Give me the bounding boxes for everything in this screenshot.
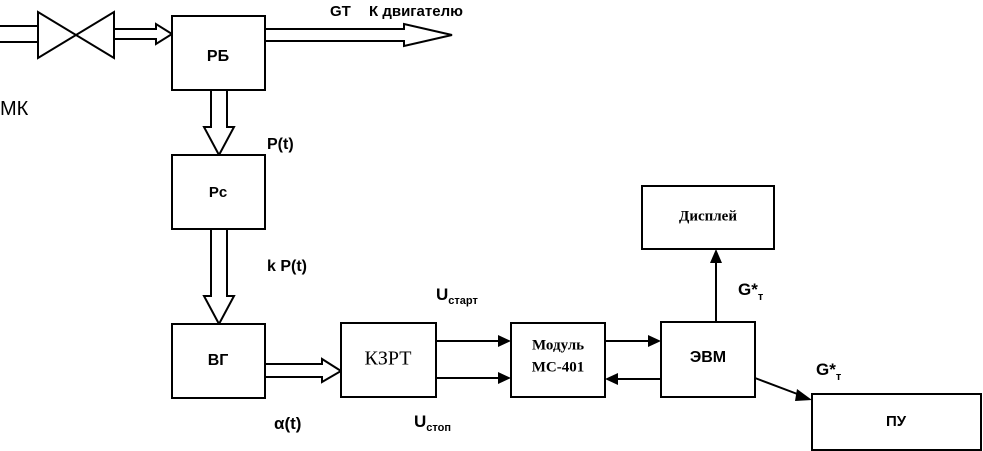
valve-icon [37,10,115,60]
label-to-engine: К двигателю [369,3,463,20]
block-display: Дисплей [641,185,775,250]
block-rb-label: РБ [207,48,229,65]
label-g-pu: G*т [816,360,842,383]
arrow-evm-to-pu [754,377,812,401]
arrow-module-to-evm [605,335,661,347]
label-u-stop-main: U [414,412,426,431]
block-evm: ЭВМ [660,321,756,398]
arrow-to-engine [264,22,453,48]
block-evm-label: ЭВМ [690,349,726,366]
label-alpha: α(t) [274,414,301,433]
label-pt: P(t) [267,136,294,153]
label-u-stop-sub: стоп [426,422,451,434]
label-kpt: k P(t) [267,258,307,275]
block-rb: РБ [171,15,266,91]
arrow-evm-to-module [605,373,661,385]
block-vg-label: ВГ [208,352,229,369]
label-gt: GT [330,3,351,20]
label-g-pu-sub: т [836,371,842,383]
label-u-start-main: U [436,285,448,304]
block-kzrt: КЗРТ [340,322,437,398]
block-kzrt-label: КЗРТ [365,348,412,370]
label-g-display: G*т [738,280,764,303]
label-u-start: Uстарт [436,285,478,307]
block-module-label-line1: Модуль [532,337,584,353]
arrow-kzrt-to-module-stop [436,372,511,384]
block-display-label: Дисплей [679,208,737,224]
block-rs: Рс [171,154,266,230]
label-g-pu-main: G* [816,360,836,379]
label-alpha-text: α(t) [274,414,301,433]
label-mk: МК [0,98,29,120]
block-rs-label: Рс [209,184,227,201]
arrow-kzrt-to-module-start [436,335,511,347]
block-pu: ПУ [811,393,982,451]
arrow-vg-to-kzrt [264,357,343,384]
arrow-valve-to-rb [113,22,174,46]
label-u-stop: Uстоп [414,412,451,434]
label-g-display-main: G* [738,280,758,299]
block-module: Модуль МС-401 [510,322,606,398]
block-vg: ВГ [171,323,266,399]
arrow-rs-to-vg [202,228,236,327]
input-pipe [0,25,38,43]
label-u-start-sub: старт [448,295,478,307]
arrow-rb-to-rs [202,89,236,158]
label-g-display-sub: т [758,291,764,303]
arrow-evm-to-display [710,249,722,322]
block-pu-label: ПУ [886,413,907,430]
block-module-label-line2: МС-401 [532,359,585,375]
